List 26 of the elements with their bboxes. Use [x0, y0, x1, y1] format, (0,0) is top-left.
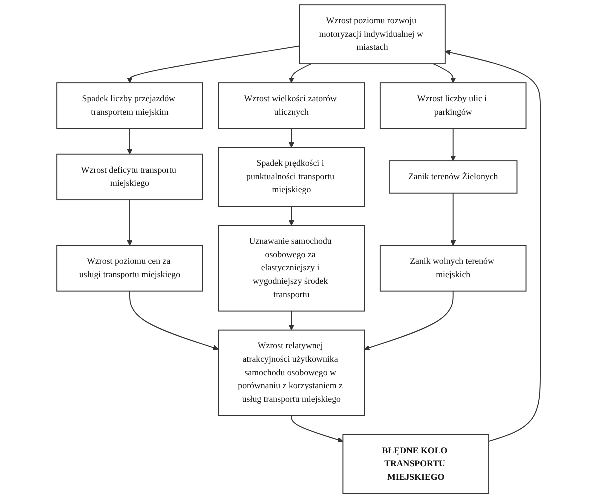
- arrow: [444, 50, 541, 442]
- arrow: [450, 192, 456, 246]
- node-box: Zanik terenów Żielonych: [388, 160, 518, 194]
- node-box: Wzrost poziomu cen za usługi transportu miejskiego: [56, 245, 204, 292]
- arrow: [288, 206, 294, 226]
- arrow: [290, 415, 344, 443]
- node-box: Wzrost relatywnej atrakcyjności użytkownika samochodu osobowego w porównaniu z korzystaniem z usług transportu miejskiego: [218, 330, 365, 416]
- arrow: [126, 46, 300, 84]
- node-box: Wzrost wielkości zatorów ulicznych: [218, 82, 365, 130]
- arrow: [432, 64, 456, 84]
- node-box: Wzrost poziomu rozwoju motoryzacji indywidualnej w miastach: [298, 4, 446, 64]
- arrow: [450, 128, 456, 162]
- arrow: [129, 290, 219, 351]
- node-box: Spadek liczby przejazdów transportem miejskim: [56, 82, 204, 130]
- arrow: [126, 200, 132, 246]
- arrow: [288, 64, 312, 84]
- arrow: [126, 128, 132, 155]
- node-box: BŁĘDNE KOLO TRANSPORTU MIEJSKIEGO: [342, 434, 490, 494]
- arrow: [288, 128, 294, 148]
- node-box: Uznawanie samochodu osobowego za elastyczniejszy i wygodniejszy środek transportu: [218, 225, 365, 312]
- arrow: [364, 290, 454, 351]
- node-box: Spadek prędkości i punktualności transportu miejskiego: [218, 147, 365, 208]
- node-box: Wzrost deficytu transportu miejskiego: [56, 154, 204, 201]
- arrow: [288, 310, 294, 331]
- node-box: Zanik wolnych terenów miejskich: [380, 245, 526, 292]
- node-box: Wzrost liczby ulic i parkingów: [380, 82, 526, 130]
